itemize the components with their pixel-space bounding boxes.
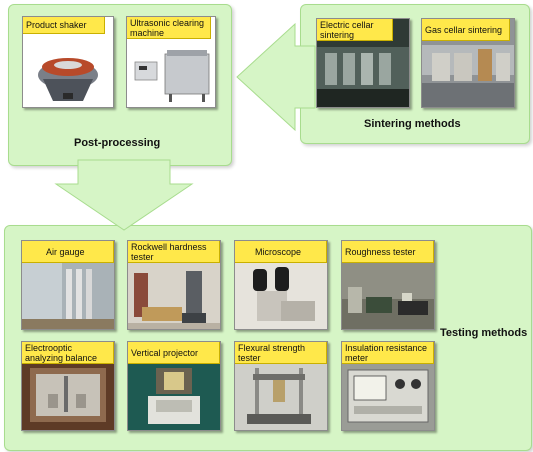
product-shaker-label: Product shaker [23,17,105,34]
arrow-left-icon [236,22,316,132]
vertical-projector-card: Vertical projector [127,341,221,431]
insulation-resistance-meter-card: Insulation resistance meter [341,341,435,431]
electrooptic-analyzing-balance-card: Electrooptic analyzing balance [21,341,115,431]
air-gauge-photo [22,263,114,329]
vertical-projector-label: Vertical projector [128,342,220,364]
gas-cellar-sintering-label: Gas cellar sintering [422,19,510,41]
sintering-methods-title: Sintering methods [364,118,461,130]
electrooptic-analyzing-balance-label: Electrooptic analyzing balance [22,342,114,364]
air-gauge-label: Air gauge [22,241,114,263]
flexural-strength-tester-card: Flexural strength tester [234,341,328,431]
insulation-resistance-meter-photo [342,364,434,430]
ultrasonic-clearing-machine-label: Ultrasonic clearing machine [127,17,211,39]
microscope-card: Microscope [234,240,328,330]
rockwell-hardness-tester-label: Rockwell hardness tester [128,241,220,263]
arrow-down-icon [54,159,194,231]
rockwell-hardness-tester-card: Rockwell hardness tester [127,240,221,330]
ultrasonic-clearing-machine-card: Ultrasonic clearing machine [126,16,216,108]
microscope-photo [235,263,327,329]
air-gauge-card: Air gauge [21,240,115,330]
ultrasonic-clearing-machine-photo [127,40,215,107]
vertical-projector-photo [128,364,220,430]
electric-cellar-sintering-photo [317,19,409,107]
product-shaker-card: Product shaker [22,16,114,108]
flexural-strength-tester-label: Flexural strength tester [235,342,327,364]
electric-cellar-sintering-label: Electric cellar sintering [317,19,393,41]
product-shaker-photo [23,35,113,107]
flexural-strength-tester-photo [235,364,327,430]
electrooptic-analyzing-balance-photo [22,364,114,430]
microscope-label: Microscope [235,241,327,263]
testing-methods-title: Testing methods [440,327,528,339]
electric-cellar-sintering-card: Electric cellar sintering [316,18,410,108]
insulation-resistance-meter-label: Insulation resistance meter [342,342,434,364]
gas-cellar-sintering-card: Gas cellar sintering [421,18,515,108]
roughness-tester-photo [342,263,434,329]
roughness-tester-card: Roughness tester [341,240,435,330]
post-processing-title: Post-processing [74,137,161,149]
rockwell-hardness-tester-photo [128,263,220,329]
roughness-tester-label: Roughness tester [342,241,434,263]
